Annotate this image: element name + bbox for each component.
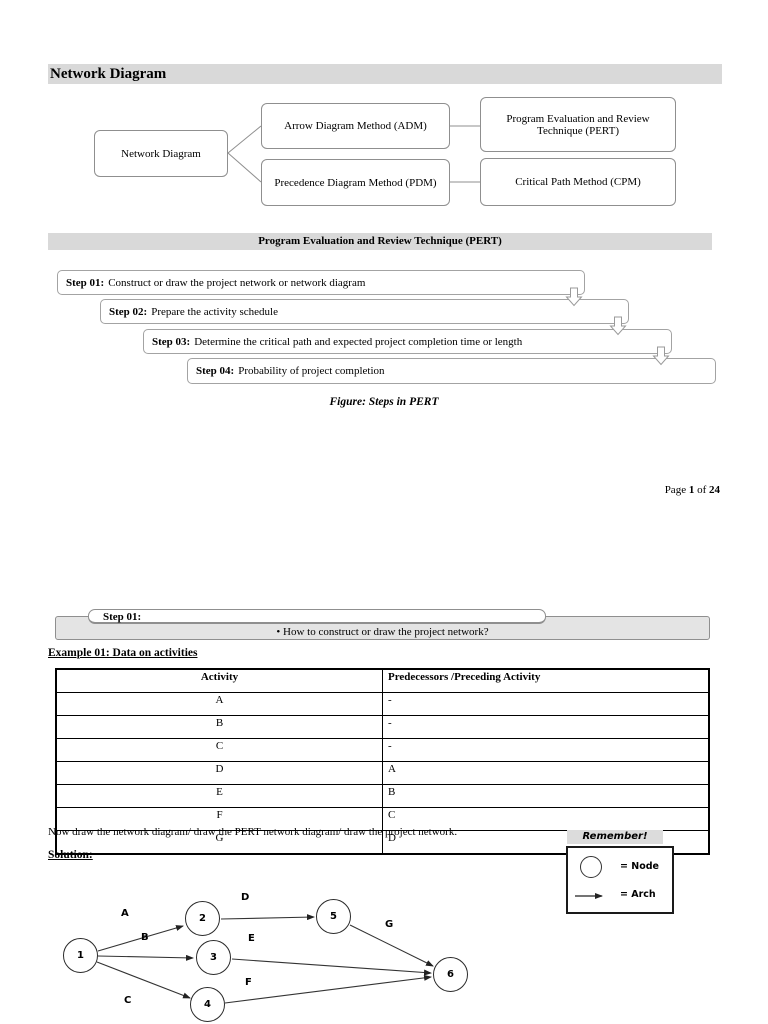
step-box-4: Step 04:Probability of project completio… bbox=[187, 358, 716, 384]
node-number: 5 bbox=[330, 911, 337, 922]
table-row: B - bbox=[55, 715, 710, 739]
cell-predecessor: - bbox=[382, 738, 710, 762]
arc-label: F bbox=[245, 977, 252, 988]
figure-caption: Figure: Steps in PERT bbox=[329, 396, 439, 408]
table-row: A - bbox=[55, 692, 710, 716]
table-row: C - bbox=[55, 738, 710, 762]
network-node: 3 bbox=[196, 940, 231, 975]
arc-label: E bbox=[248, 933, 255, 944]
network-node: 5 bbox=[316, 899, 351, 934]
arch-legend-label: = Arch bbox=[620, 889, 656, 900]
step-box-3: Step 03:Determine the critical path and … bbox=[143, 329, 672, 354]
tree-box-label: Precedence Diagram Method (PDM) bbox=[274, 176, 437, 189]
page-number-current: 1 bbox=[688, 484, 695, 496]
remember-box-title: Remember! bbox=[567, 830, 663, 844]
tree-box-cpm: Critical Path Method (CPM) bbox=[480, 158, 676, 206]
step-text: Construct or draw the project network or… bbox=[108, 277, 366, 289]
step-label: Step 02: bbox=[109, 306, 148, 318]
cell-activity: G bbox=[55, 830, 383, 855]
tree-box-label: Arrow Diagram Method (ADM) bbox=[284, 120, 427, 132]
cell-predecessor: A bbox=[382, 761, 710, 785]
arc-label: D bbox=[241, 892, 250, 903]
example-heading: Example 01: Data on activities bbox=[48, 647, 198, 659]
table-row: D A bbox=[55, 761, 710, 785]
cell-predecessor: - bbox=[382, 692, 710, 716]
network-node: 6 bbox=[433, 957, 468, 992]
arc-label: G bbox=[385, 919, 394, 930]
arc-1-3 bbox=[97, 954, 194, 961]
column-header-activity: Activity bbox=[55, 668, 383, 693]
arc-label: B bbox=[141, 932, 149, 943]
table-row: E B bbox=[55, 784, 710, 808]
network-node: 2 bbox=[185, 901, 220, 936]
tree-box-label: Critical Path Method (CPM) bbox=[515, 176, 641, 188]
cell-activity: E bbox=[55, 784, 383, 808]
tree-box-network-diagram: Network Diagram bbox=[94, 130, 228, 177]
tree-box-adm: Arrow Diagram Method (ADM) bbox=[261, 103, 450, 149]
arc-label: C bbox=[124, 995, 132, 1006]
tree-connector-line bbox=[227, 152, 262, 183]
step-01-tab: Step 01: bbox=[88, 609, 546, 624]
node-number: 1 bbox=[77, 950, 84, 961]
step-box-1: Step 01:Construct or draw the project ne… bbox=[57, 270, 585, 295]
tree-box-pert: Program Evaluation and Review Technique … bbox=[480, 97, 676, 152]
cell-predecessor: B bbox=[382, 784, 710, 808]
instruction-text: Now draw the network diagram/ draw the P… bbox=[48, 826, 458, 838]
pert-section-banner: Program Evaluation and Review Technique … bbox=[48, 233, 712, 250]
node-legend-label: = Node bbox=[620, 861, 659, 872]
tree-box-label: Program Evaluation and Review Technique … bbox=[506, 112, 650, 137]
tree-box-pdm: Precedence Diagram Method (PDM) bbox=[261, 159, 450, 206]
step-label: Step 03: bbox=[152, 336, 191, 348]
node-number: 3 bbox=[210, 952, 217, 963]
step-label: Step 04: bbox=[196, 365, 235, 377]
arc-label: A bbox=[121, 908, 129, 919]
page-number-prefix: Page bbox=[664, 484, 687, 496]
step-box-2: Step 02:Prepare the activity schedule bbox=[100, 299, 629, 324]
cell-activity: C bbox=[55, 738, 383, 762]
document-title-bar: Network Diagram bbox=[48, 64, 722, 84]
cell-activity: A bbox=[55, 692, 383, 716]
arc-4-6 bbox=[224, 974, 432, 1004]
cell-activity: B bbox=[55, 715, 383, 739]
step-text: Prepare the activity schedule bbox=[151, 306, 278, 318]
page-number-of: of bbox=[697, 484, 707, 496]
node-number: 6 bbox=[447, 969, 454, 980]
arc-3-6 bbox=[231, 958, 432, 976]
node-symbol-icon bbox=[580, 856, 602, 878]
document-title: Network Diagram bbox=[50, 66, 167, 82]
step-text: Probability of project completion bbox=[238, 365, 385, 377]
tree-box-label: Network Diagram bbox=[121, 147, 201, 160]
cell-activity: D bbox=[55, 761, 383, 785]
page-number: Page 1 of 24 bbox=[48, 484, 720, 496]
activity-table: Activity Predecessors /Preceding Activit… bbox=[55, 668, 710, 855]
tree-connector-line bbox=[227, 125, 262, 154]
table-header-row: Activity Predecessors /Preceding Activit… bbox=[55, 668, 710, 693]
arc-2-5 bbox=[220, 914, 315, 921]
bullet-glyph: • bbox=[276, 626, 281, 638]
node-number: 2 bbox=[199, 913, 206, 924]
step-label: Step 01: bbox=[66, 277, 105, 289]
arc-5-6 bbox=[349, 924, 434, 967]
node-number: 4 bbox=[204, 999, 211, 1010]
network-node: 4 bbox=[190, 987, 225, 1022]
cell-predecessor: C bbox=[382, 807, 710, 831]
arc-1-4 bbox=[96, 961, 191, 999]
solution-heading: Solution: bbox=[48, 849, 93, 861]
cell-activity: F bbox=[55, 807, 383, 831]
question-text: How to construct or draw the project net… bbox=[283, 626, 489, 638]
network-node: 1 bbox=[63, 938, 98, 973]
page-number-total: 24 bbox=[709, 484, 720, 496]
table-row: F C bbox=[55, 807, 710, 831]
remember-legend-box bbox=[566, 846, 674, 914]
cell-predecessor: - bbox=[382, 715, 710, 739]
column-header-predecessors: Predecessors /Preceding Activity bbox=[382, 668, 710, 693]
step-text: Determine the critical path and expected… bbox=[194, 336, 523, 348]
